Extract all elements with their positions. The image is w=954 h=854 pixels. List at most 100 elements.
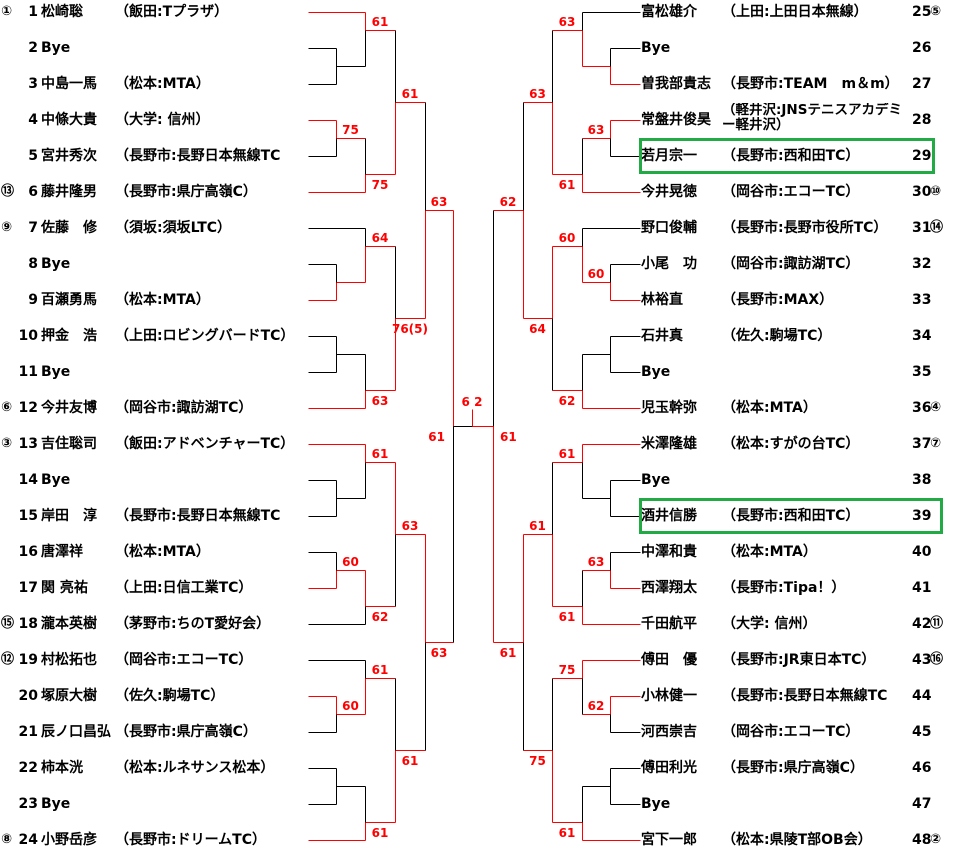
player-club: （大学: 信州） bbox=[722, 616, 817, 632]
player-name: 村松拓也 bbox=[41, 652, 97, 668]
player-row: 林裕直（長野市:MAX）33 bbox=[0, 291, 954, 309]
player-name: 小野岳彦 bbox=[41, 832, 97, 848]
player-number: 26 bbox=[912, 40, 932, 56]
player-name: 野口俊輔 bbox=[641, 220, 697, 236]
player-name: 中島一馬 bbox=[41, 76, 97, 92]
match-score: 64 bbox=[529, 322, 546, 336]
match-score: 75 bbox=[559, 663, 576, 677]
player-number: 30 bbox=[912, 184, 932, 200]
player-number: 33 bbox=[912, 292, 932, 308]
player-number: 46 bbox=[912, 760, 932, 776]
player-number: 21 bbox=[18, 724, 38, 740]
match-score: 60 bbox=[342, 699, 359, 713]
player-number: 24 bbox=[18, 832, 38, 848]
player-number: 8 bbox=[28, 256, 38, 272]
match-score: 61 bbox=[402, 87, 419, 101]
player-name: 宮井秀次 bbox=[41, 148, 97, 164]
player-number: 40 bbox=[912, 544, 932, 560]
match-score: 63 bbox=[588, 555, 605, 569]
player-name: 千田航平 bbox=[641, 616, 697, 632]
player-number: 6 bbox=[28, 184, 38, 200]
player-number: 23 bbox=[18, 796, 38, 812]
match-score: 64 bbox=[372, 231, 389, 245]
player-name: 若月宗一 bbox=[641, 148, 697, 164]
player-name: Bye bbox=[41, 796, 71, 812]
player-row: 傅田利光 （長野市:県庁高嶺C） 46 bbox=[0, 759, 954, 777]
player-row: 曽我部貴志（長野市:TEAM m＆m）27 bbox=[0, 75, 954, 93]
match-score: 61 bbox=[559, 826, 576, 840]
match-score: 61 bbox=[559, 610, 576, 624]
player-row: 小尾 功（岡谷市:諏訪湖TC）32 bbox=[0, 255, 954, 273]
player-name: 塚原大樹 bbox=[41, 688, 97, 704]
player-name: 今井晃徳 bbox=[641, 184, 697, 200]
match-score: 62 bbox=[372, 610, 389, 624]
player-club: （軽井沢:JNSテニスアカデミー軽井沢） bbox=[722, 103, 902, 133]
player-name: 酒井信勝 bbox=[641, 508, 697, 524]
player-row: 酒井信勝（長野市:西和田TC）39 bbox=[0, 507, 954, 525]
seed-badge: ⑦ bbox=[930, 436, 942, 451]
seed-badge: ⑭ bbox=[930, 220, 944, 235]
player-name: 河西崇吉 bbox=[641, 724, 697, 740]
player-name: Bye bbox=[641, 472, 671, 488]
player-club: （上田:上田日本無線） bbox=[722, 4, 868, 20]
match-score: 75 bbox=[529, 754, 546, 768]
match-score: 6 2 bbox=[462, 395, 483, 409]
player-number: 5 bbox=[28, 148, 38, 164]
player-club: （松本:MTA） bbox=[115, 76, 210, 92]
match-score: 62 bbox=[559, 394, 576, 408]
match-score: 63 bbox=[431, 195, 448, 209]
match-score: 61 bbox=[500, 430, 517, 444]
player-name: 石井真 bbox=[641, 328, 683, 344]
match-score: 63 bbox=[402, 519, 419, 533]
player-number: 3 bbox=[28, 76, 38, 92]
player-row: 河西崇吉（岡谷市:エコーTC）45 bbox=[0, 723, 954, 741]
player-name: Bye bbox=[41, 472, 71, 488]
player-name: 小尾 功 bbox=[641, 256, 697, 272]
seed-badge: ⑨ bbox=[1, 220, 13, 235]
player-row: 若月宗一（長野市:西和田TC）29 bbox=[0, 147, 954, 165]
player-number: 9 bbox=[28, 292, 38, 308]
player-number: 15 bbox=[18, 508, 38, 524]
player-number: 45 bbox=[912, 724, 932, 740]
player-number: 41 bbox=[912, 580, 932, 596]
player-name: 宮下一郎 bbox=[641, 832, 697, 848]
seed-badge: ② bbox=[930, 832, 942, 847]
player-name: 藤井隆男 bbox=[41, 184, 97, 200]
player-club: （長野市:県庁高嶺C） bbox=[722, 760, 864, 776]
player-club: （上田:ロビングバードTC） bbox=[115, 328, 295, 344]
player-name: 佐藤 修 bbox=[41, 220, 97, 236]
seed-badge: ④ bbox=[930, 400, 942, 415]
player-club: （長野市:西和田TC） bbox=[722, 148, 860, 164]
player-name: Bye bbox=[41, 40, 71, 56]
player-club: （長野市:県庁高嶺C） bbox=[115, 724, 257, 740]
match-score: 61 bbox=[529, 519, 546, 533]
player-name: Bye bbox=[641, 364, 671, 380]
player-name: 児玉幹弥 bbox=[641, 400, 697, 416]
player-club: （長野市:西和田TC） bbox=[722, 508, 860, 524]
match-score: 61 bbox=[402, 754, 419, 768]
player-number: 10 bbox=[18, 328, 38, 344]
match-score: 63 bbox=[588, 123, 605, 137]
seed-badge: ③ bbox=[1, 436, 13, 451]
player-name: 傅田利光 bbox=[641, 760, 697, 776]
